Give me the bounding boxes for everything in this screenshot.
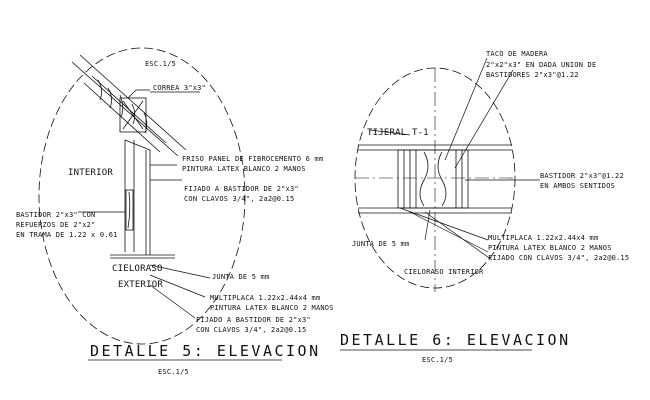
- detail6-tijeral-label: TIJERAL T-1: [367, 128, 429, 138]
- detail5-bastidor-line2: REFUERZOS DE 2"x2": [16, 221, 96, 229]
- detail6-bastidor-line2: EN AMBOS SENTIDOS: [540, 182, 616, 190]
- detail5-cieloraso-label: CIELORASO: [112, 264, 163, 274]
- detail5-leaders: [78, 91, 211, 319]
- detail5-fijado-line1: FIJADO A BASTIDOR DE 2"x3": [184, 185, 299, 193]
- detail6-bastidor-line1: BASTIDOR 2"x3"@1.22: [540, 172, 624, 180]
- detail6-multiplaca-line1: MULTIPLACA 1.22x2.44x4 mm: [488, 234, 599, 242]
- detail5-fijado-bottom-line1: FIJADO A BASTIDOR DE 2"x3": [196, 316, 311, 324]
- detail6-taco-line3: BASTIDORES 2"x3"@1.22: [486, 71, 579, 79]
- detail5-bastidor-line1: BASTIDOR 2"x3" CON: [16, 211, 96, 219]
- detail5-fijado-line2: CON CLAVOS 3/4", 2a2@0.15: [184, 195, 295, 203]
- detail6-fijado-label: FIJADO CON CLAVOS 3/4", 2a2@0.15: [488, 254, 630, 262]
- detail5-multiplaca-line1: MULTIPLACA 1.22x2.44x4 mm: [210, 294, 321, 302]
- detail5-friso-line2: PINTURA LATEX BLANCO 2 MANOS: [182, 165, 306, 173]
- detail6-taco-line1: TACO DE MADERA: [486, 50, 548, 58]
- detail5-correa: [119, 89, 150, 133]
- detail6-cieloraso-label: CIELORASO INTERIOR: [404, 268, 484, 276]
- detail5-title: DETALLE 5: ELEVACION: [90, 342, 321, 360]
- detail5-interior-label: INTERIOR: [68, 168, 113, 178]
- detail5-fijado-bottom-line2: CON CLAVOS 3/4", 2a2@0.15: [196, 326, 307, 334]
- detail5-callout-circle: [38, 47, 246, 345]
- detail6-bastidor-block: [397, 149, 469, 209]
- detail5-scale-bottom: ESC.1/5: [158, 368, 189, 376]
- detail6-taco-line2: 2"x2"x3" EN DADA UNION DE: [486, 61, 597, 69]
- detail5-friso-line1: FRISO PANEL DE FIBROCEMENTO 6 mm: [182, 155, 324, 163]
- detail6-title: DETALLE 6: ELEVACION: [340, 331, 571, 349]
- detail6-multiplaca-line2: PINTURA LATEX BLANCO 2 MANOS: [488, 244, 612, 252]
- detail5-scale-top: ESC.1/5: [145, 60, 176, 68]
- detail5-rafter: [71, 54, 187, 157]
- detail6-junta-label: JUNTA DE 5 mm: [352, 240, 410, 248]
- detail5-bastidor-line3: EN TRAMA DE 1.22 x 0.61: [16, 231, 118, 239]
- detail6-leaders: [369, 57, 540, 261]
- detail5-wall-frame: [110, 139, 175, 259]
- detail5-exterior-label: EXTERIOR: [118, 280, 163, 290]
- detail5-junta-label: JUNTA DE 5 mm: [212, 273, 270, 281]
- detail6-tijeral: [358, 144, 512, 214]
- detail5-multiplaca-line2: PINTURA LATEX BLANCO 2 MANOS: [210, 304, 334, 312]
- detail6-scale-bottom: ESC.1/5: [422, 356, 453, 364]
- detail5-correa-label: CORREA 3"x3": [153, 84, 206, 92]
